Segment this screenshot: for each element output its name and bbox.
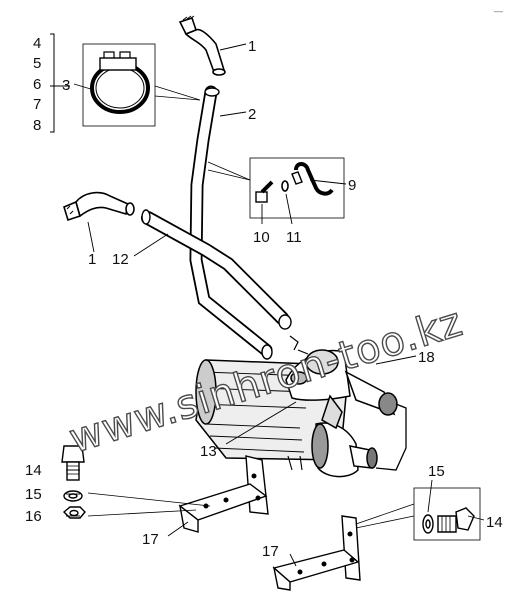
label-part-10: 10 [253, 229, 270, 246]
corner-mark: — [494, 6, 503, 16]
heater-unit [195, 335, 407, 478]
label-part-15-left: 15 [25, 486, 42, 503]
leader-lines [66, 43, 485, 567]
label-part-8: 8 [33, 117, 41, 134]
elbow-hose-top [178, 15, 226, 76]
group-bracket [50, 33, 70, 133]
label-part-4: 4 [33, 35, 41, 52]
label-part-16: 16 [25, 508, 42, 525]
clip-bolt-inset [207, 157, 345, 219]
label-part-18: 18 [418, 349, 435, 366]
label-part-17-right: 17 [262, 543, 279, 560]
label-part-17-left: 17 [142, 531, 159, 548]
secondary-hose [141, 209, 292, 330]
clamp-inset [82, 43, 201, 127]
right-bracket [272, 503, 415, 591]
right-fasteners [413, 487, 481, 541]
label-part-6: 6 [33, 76, 41, 93]
label-part-12: 12 [112, 251, 129, 268]
left-fasteners [61, 445, 86, 519]
label-part-5: 5 [33, 55, 41, 72]
label-part-1-bottom: 1 [88, 251, 96, 268]
label-part-14-left: 14 [25, 462, 42, 479]
label-part-7: 7 [33, 96, 41, 113]
label-part-15-right: 15 [428, 463, 445, 480]
label-part-13: 13 [200, 443, 217, 460]
label-part-3: 3 [62, 77, 70, 94]
label-part-9: 9 [348, 177, 356, 194]
left-bracket [87, 455, 269, 533]
label-part-2: 2 [248, 106, 256, 123]
elbow-hose-bottom [63, 191, 135, 222]
label-part-1-top: 1 [248, 38, 256, 55]
main-hose [189, 85, 273, 360]
label-part-11: 11 [286, 229, 302, 246]
label-part-14-right: 14 [486, 514, 503, 531]
part-labels: 1 2 3 4 5 6 7 8 9 10 11 1 12 18 13 14 15… [25, 35, 503, 560]
